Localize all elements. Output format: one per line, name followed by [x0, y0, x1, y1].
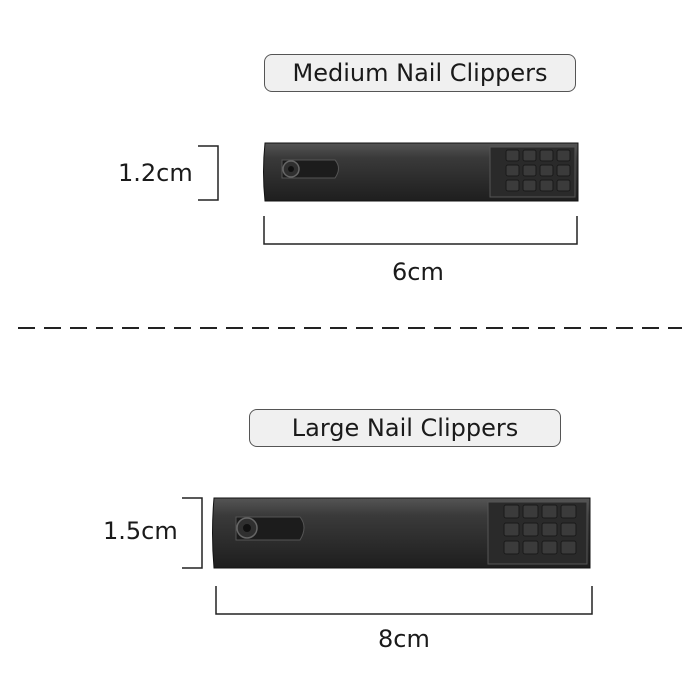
large-height-bracket: [182, 497, 203, 569]
large-title: Large Nail Clippers: [291, 414, 519, 442]
large-height-label: 1.5cm: [103, 517, 178, 545]
medium-title-badge: Medium Nail Clippers: [264, 54, 576, 92]
large-clipper-image: [212, 497, 591, 569]
medium-title: Medium Nail Clippers: [292, 59, 548, 87]
medium-height-label: 1.2cm: [118, 159, 193, 187]
medium-width-label: 6cm: [392, 258, 444, 286]
large-width-bracket: [215, 586, 593, 615]
medium-width-bracket: [263, 216, 578, 245]
medium-height-bracket: [198, 145, 219, 201]
large-title-badge: Large Nail Clippers: [249, 409, 561, 447]
large-width-label: 8cm: [378, 625, 430, 653]
medium-clipper-image: [263, 142, 579, 202]
